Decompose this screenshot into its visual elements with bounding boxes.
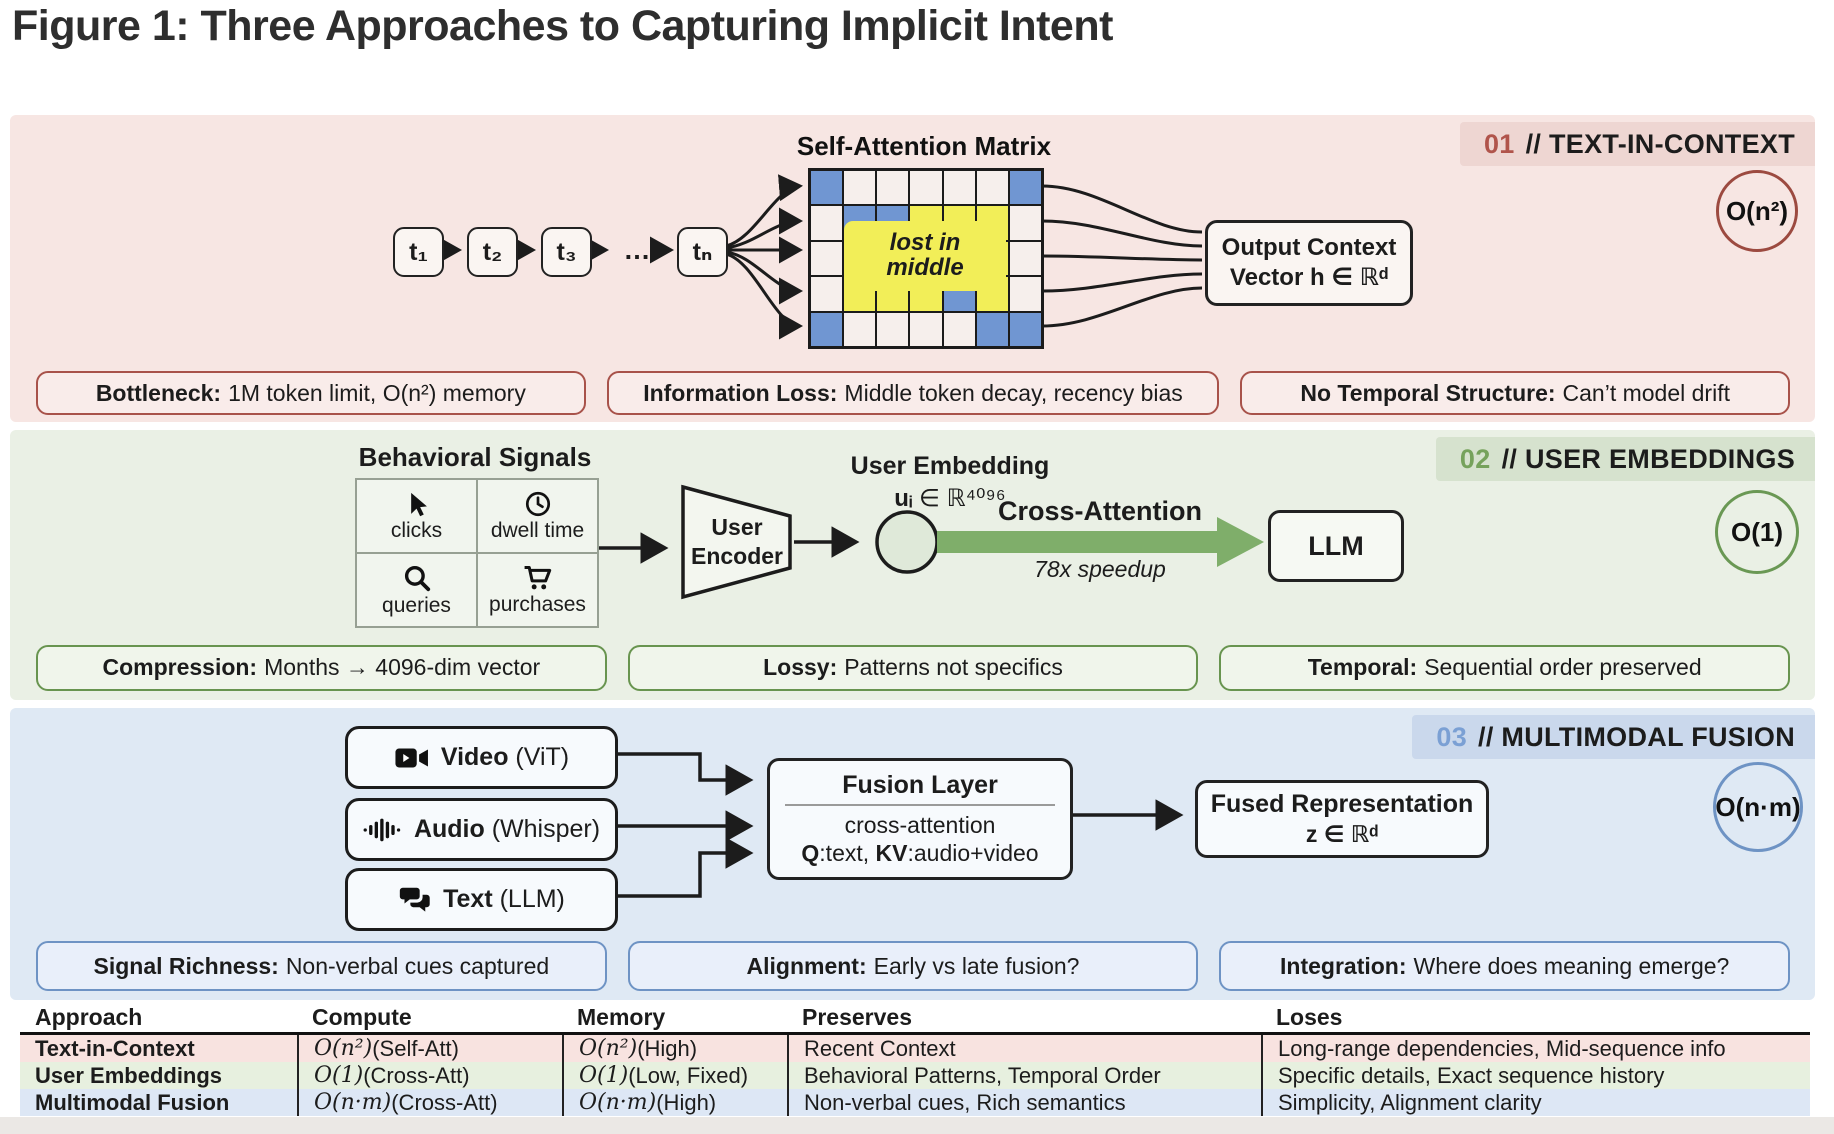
pill-temporal: Temporal:Sequential order preserved [1219, 644, 1791, 691]
pill-alignment: Alignment:Early vs late fusion? [627, 941, 1199, 991]
panel-user-embeddings: 02 // USER EMBEDDINGS O(1) Behavioral Si… [10, 430, 1815, 700]
llm-box: LLM [1268, 510, 1404, 582]
table-header-row: Approach Compute Memory Preserves Loses [20, 1003, 1810, 1035]
token-tn: tₙ [677, 227, 728, 277]
fusion-divider [785, 803, 1055, 806]
matrix-cell [810, 240, 844, 277]
lost-in-middle-label: lost in middle [844, 221, 1006, 291]
chat-bubbles-icon [399, 887, 430, 912]
cursor-icon [410, 492, 427, 516]
signal-clicks: clicks [357, 480, 476, 552]
matrix-cell [909, 170, 943, 206]
panel3-number: 03 [1436, 721, 1468, 752]
comparison-table: Approach Compute Memory Preserves Loses … [20, 1003, 1810, 1116]
matrix-cell [810, 276, 844, 312]
table-row-user-embeddings: User Embeddings O(1) (Cross-Att) O(1) (L… [20, 1062, 1810, 1089]
matrix-cell [810, 311, 844, 347]
text-input-box: Text (LLM) [345, 868, 618, 931]
behavioral-signals-title: Behavioral Signals [358, 442, 592, 472]
matrix-cell [876, 311, 910, 347]
panel3-title: // MULTIMODAL FUSION [1478, 721, 1795, 752]
panel3-complexity-badge: O(n·m) [1713, 762, 1803, 852]
clock-icon [525, 491, 550, 516]
panel2-pills: Compression:Months → 4096-dim vector Los… [36, 644, 1791, 691]
matrix-cell [843, 311, 877, 347]
matrix-cell [1008, 240, 1042, 277]
matrix-cell [942, 311, 976, 347]
panel1-title: // TEXT-IN-CONTEXT [1525, 128, 1795, 159]
cross-attention-label: Cross-Attention [998, 496, 1202, 526]
signal-purchases: purchases [478, 554, 597, 626]
bottom-strip [0, 1117, 1834, 1134]
pill-integration: Integration:Where does meaning emerge? [1219, 941, 1791, 991]
col-compute: Compute [312, 1004, 412, 1030]
panel1-complexity-badge: O(n²) [1716, 170, 1798, 252]
matrix-cell [1008, 311, 1042, 347]
token-ellipsis: … [623, 234, 653, 265]
signal-dwell-time: dwell time [478, 480, 597, 552]
output-context-vector-box: Output Context Vector h ∈ ℝᵈ [1205, 220, 1413, 306]
panel2-title: // USER EMBEDDINGS [1501, 443, 1795, 474]
matrix-cell [909, 311, 943, 347]
cart-icon [524, 565, 551, 589]
table-row-text-in-context: Text-in-Context O(n²) (Self-Att) O(n²) (… [20, 1035, 1810, 1062]
panel3-pills: Signal Richness:Non-verbal cues captured… [36, 941, 1791, 991]
audio-waveform-icon [363, 818, 401, 841]
panel2-number: 02 [1459, 443, 1491, 474]
user-encoder-label: User Encoder [690, 514, 784, 569]
fusion-layer-title: Fusion Layer [842, 770, 998, 799]
user-embedding-symbol: uᵢ ∈ ℝ⁴⁰⁹⁶ [894, 485, 1006, 512]
col-approach: Approach [35, 1004, 143, 1030]
matrix-cell [1008, 170, 1042, 206]
panel1-header-band: 01 // TEXT-IN-CONTEXT [1459, 122, 1815, 166]
video-input-box: Video (ViT) [345, 726, 618, 789]
behavioral-signals-grid: clicks dwell time queries [355, 478, 599, 628]
matrix-cell [876, 170, 910, 206]
table-row-multimodal-fusion: Multimodal Fusion O(n·m) (Cross-Att) O(n… [20, 1089, 1810, 1116]
panel1-number: 01 [1483, 128, 1515, 159]
embedding-node [875, 510, 939, 574]
matrix-cell [1008, 276, 1042, 312]
token-t2: t₂ [467, 227, 518, 277]
panel2-complexity-badge: O(1) [1715, 490, 1799, 574]
panel-text-in-context: 01 // TEXT-IN-CONTEXT O(n²) [10, 115, 1815, 422]
col-loses: Loses [1276, 1004, 1343, 1030]
pill-signal-richness: Signal Richness:Non-verbal cues captured [36, 941, 607, 991]
token-t3: t₃ [541, 227, 592, 277]
fusion-layer-box: Fusion Layer cross-attention Q:text, KV:… [767, 758, 1073, 880]
panel2-header-band: 02 // USER EMBEDDINGS [1435, 437, 1815, 481]
video-camera-icon [395, 748, 428, 767]
speedup-label: 78x speedup [1034, 556, 1166, 582]
panel-multimodal-fusion: 03 // MULTIMODAL FUSION O(n·m) Video (Vi… [10, 708, 1815, 1000]
panel1-pills: Bottleneck:1M token limit, O(n²) memory … [36, 371, 1790, 415]
matrix-cell [843, 170, 877, 206]
matrix-cell [1008, 205, 1042, 241]
col-preserves: Preserves [802, 1004, 912, 1030]
token-t1: t₁ [393, 227, 444, 277]
pill-no-temporal-structure: No Temporal Structure:Can’t model drift [1240, 371, 1790, 415]
pill-information-loss: Information Loss:Middle token decay, rec… [606, 371, 1220, 415]
pill-lossy: Lossy:Patterns not specifics [627, 644, 1199, 691]
panel3-header-band: 03 // MULTIMODAL FUSION [1412, 715, 1815, 759]
matrix-cell [810, 170, 844, 206]
matrix-cell [975, 311, 1009, 347]
self-attention-matrix-title: Self-Attention Matrix [796, 131, 1052, 161]
pill-bottleneck: Bottleneck:1M token limit, O(n²) memory [36, 371, 586, 415]
col-memory: Memory [577, 1004, 666, 1030]
user-embedding-title: User Embedding [850, 452, 1050, 480]
cross-attention-arrow-shaft [937, 531, 1219, 553]
figure-title: Figure 1: Three Approaches to Capturing … [12, 2, 1113, 50]
matrix-cell [975, 170, 1009, 206]
search-icon [404, 565, 430, 591]
matrix-cell [942, 170, 976, 206]
signal-queries: queries [357, 554, 476, 626]
audio-input-box: Audio (Whisper) [345, 798, 618, 861]
fused-representation-box: Fused Representation z ∈ ℝᵈ [1195, 780, 1489, 858]
pill-compression: Compression:Months → 4096-dim vector [36, 644, 607, 691]
matrix-cell [810, 205, 844, 241]
